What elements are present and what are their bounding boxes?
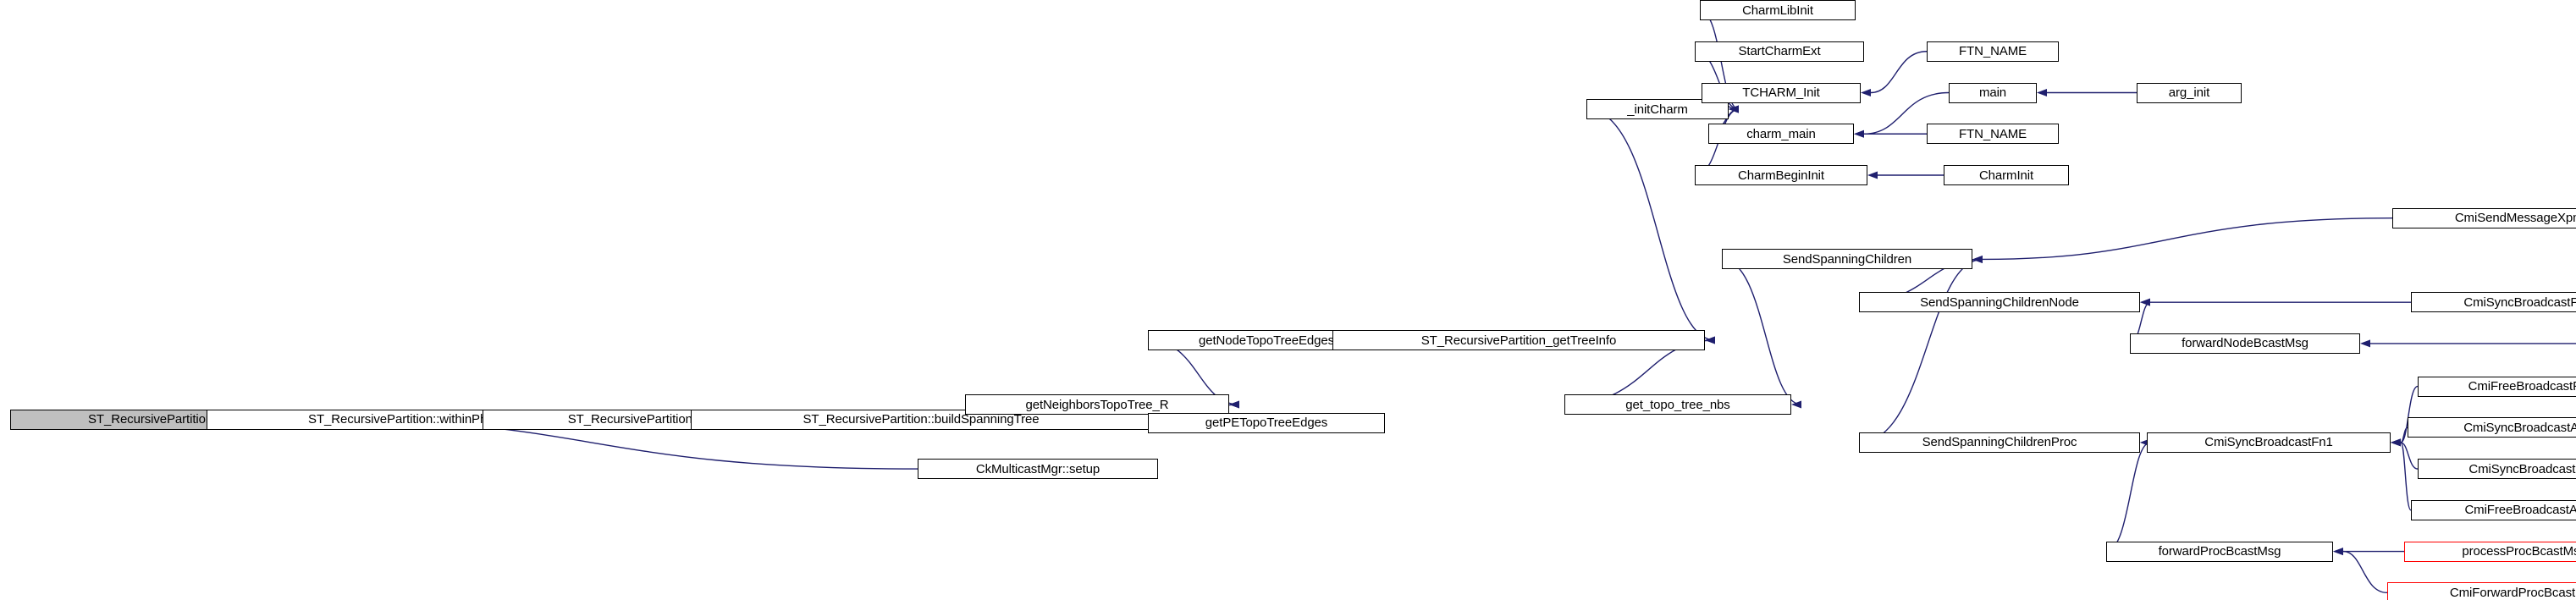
graph-node[interactable]: CmiSyncBroadcastAllFn bbox=[2408, 417, 2576, 438]
graph-node[interactable]: get_topo_tree_nbs bbox=[1564, 394, 1791, 416]
graph-node[interactable]: CmiSyncBroadcastFn1 bbox=[2147, 432, 2391, 453]
graph-node[interactable]: StartCharmExt bbox=[1695, 41, 1864, 62]
graph-node[interactable]: CmiSendMessageXpmem bbox=[2392, 207, 2576, 228]
graph-node[interactable]: SendSpanningChildren bbox=[1722, 249, 1972, 270]
graph-node[interactable]: TCHARM_Init bbox=[1702, 82, 1861, 103]
graph-node[interactable]: getPETopoTreeEdges bbox=[1148, 412, 1385, 433]
graph-node[interactable]: CkMulticastMgr::setup bbox=[918, 459, 1158, 480]
graph-node[interactable]: forwardNodeBcastMsg bbox=[2130, 333, 2360, 354]
graph-node[interactable]: arg_init bbox=[2137, 82, 2242, 103]
graph-node[interactable]: FTN_NAME bbox=[1927, 41, 2059, 62]
graph-node[interactable]: CharmLibInit bbox=[1700, 0, 1856, 20]
graph-node[interactable]: CharmBeginInit bbox=[1695, 165, 1867, 185]
graph-node[interactable]: charm_main bbox=[1708, 124, 1854, 145]
graph-node[interactable]: ST_RecursivePartition_getTreeInfo bbox=[1332, 330, 1705, 350]
graph-node[interactable]: CmiFreeBroadcastAllFn bbox=[2411, 499, 2576, 520]
graph-node[interactable]: CmiFreeBroadcastFn bbox=[2418, 376, 2576, 397]
graph-node[interactable]: CmiForwardProcBcastMsg bbox=[2387, 582, 2576, 600]
graph-node[interactable]: FTN_NAME bbox=[1927, 124, 2059, 145]
graph-node[interactable]: CmiSyncBroadcastFn bbox=[2418, 459, 2576, 480]
graph-node[interactable]: forwardProcBcastMsg bbox=[2106, 541, 2333, 562]
graph-node[interactable]: CmiSyncBroadcastFn bbox=[2411, 292, 2576, 313]
graph-node[interactable]: processProcBcastMsg bbox=[2404, 541, 2576, 562]
graph-node[interactable]: SendSpanningChildrenProc bbox=[1859, 432, 2140, 453]
graph-node[interactable]: SendSpanningChildrenNode bbox=[1859, 292, 2140, 313]
graph-node[interactable]: main bbox=[1949, 82, 2037, 103]
graph-node[interactable]: getNeighborsTopoTree_R bbox=[965, 394, 1229, 416]
graph-node[interactable]: CharmInit bbox=[1944, 165, 2069, 185]
